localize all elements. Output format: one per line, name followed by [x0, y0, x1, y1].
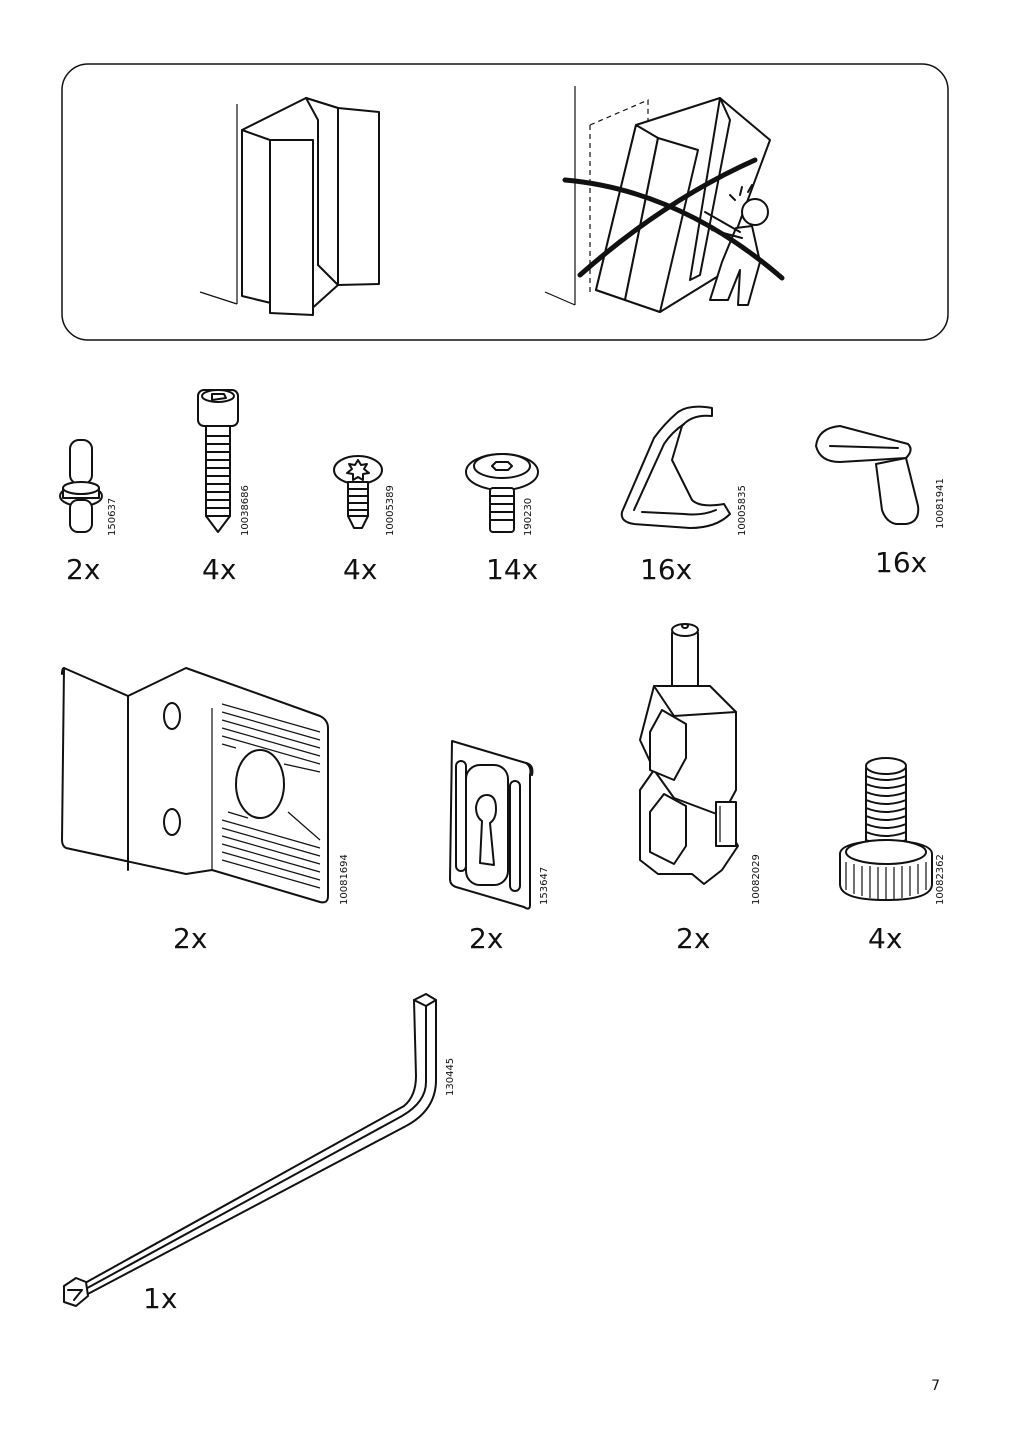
part-number: 10081941 — [935, 478, 946, 529]
quantity-label: 16x — [875, 546, 928, 579]
part-number: 10082362 — [935, 854, 946, 905]
adjustable-foot-icon — [839, 757, 933, 901]
wire-clip-icon — [620, 405, 731, 529]
part-number: 190230 — [523, 497, 534, 536]
quantity-label: 4x — [868, 922, 903, 955]
keyhole-plate-icon — [449, 740, 534, 910]
page-number: 7 — [931, 1378, 940, 1394]
wide-head-screw-icon — [465, 453, 539, 533]
quantity-label: 1x — [143, 1282, 178, 1315]
wardrobe-against-wall-illustration — [199, 97, 380, 316]
long-bolt-icon — [197, 389, 239, 533]
part-number: 10005389 — [385, 485, 396, 536]
quantity-label: 2x — [469, 922, 504, 955]
short-screw-icon — [333, 455, 383, 529]
part-number: 150637 — [107, 497, 118, 536]
part-number: 10005835 — [737, 485, 748, 536]
quantity-label: 4x — [202, 553, 237, 586]
quantity-label: 2x — [676, 922, 711, 955]
connector-fitting-icon — [639, 623, 739, 885]
part-number: 10038686 — [240, 485, 251, 536]
part-number: 130445 — [445, 1057, 456, 1096]
quantity-label: 2x — [173, 922, 208, 955]
part-number: 10082029 — [751, 854, 762, 905]
quantity-label: 14x — [486, 553, 539, 586]
allen-key-icon — [63, 993, 437, 1307]
angle-bracket-icon — [61, 667, 329, 904]
part-number: 10081694 — [339, 854, 350, 905]
quantity-label: 2x — [66, 553, 101, 586]
wardrobe-tipping-illustration — [544, 86, 785, 313]
part-number: 153647 — [539, 866, 550, 905]
quantity-label: 4x — [343, 553, 378, 586]
shelf-pin-icon — [59, 439, 103, 533]
quantity-label: 16x — [640, 553, 693, 586]
bent-clip-icon — [815, 425, 920, 525]
safety-warning-panel — [61, 63, 949, 341]
